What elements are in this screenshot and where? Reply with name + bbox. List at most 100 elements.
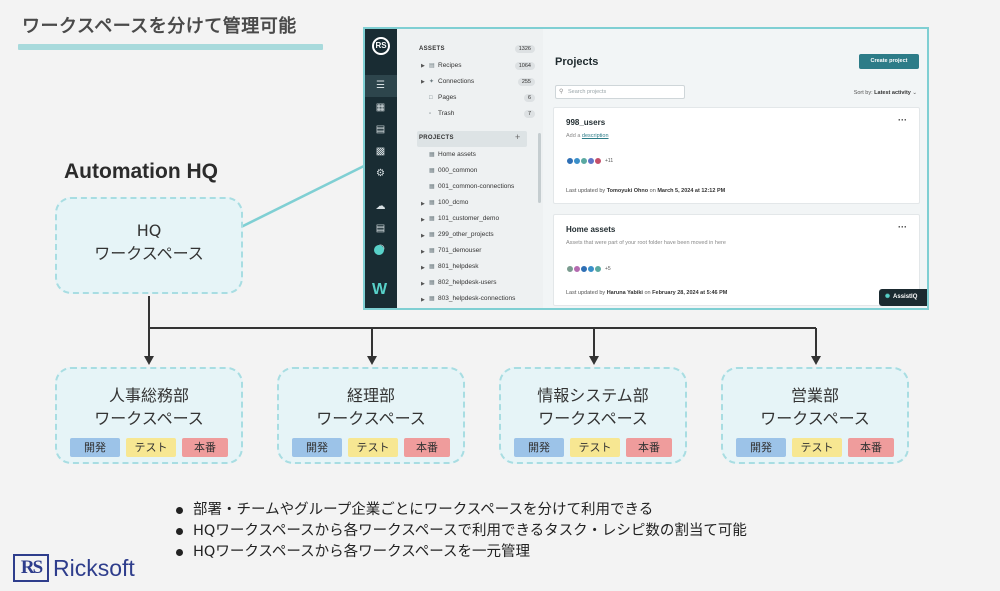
folder-icon: ▦ <box>429 184 435 190</box>
projects-header <box>417 131 527 147</box>
dept-suffix: ワークスペース <box>760 409 870 428</box>
building-icon[interactable]: ▦ <box>375 102 386 113</box>
ricksoft-logo: RS Ricksoft <box>13 553 135 583</box>
updated-date: February 28, 2024 at 5:46 PM <box>652 290 728 296</box>
project-item[interactable]: ▦803_helpdesk-connections <box>429 294 515 304</box>
workato-screenshot: RS ☰ ▦ ▤ ▩ ⚙ ☁ ▤ ◷ W ASSETS 1326 ▶ ▤Reci… <box>363 27 929 310</box>
expand-caret-icon[interactable]: ▶ <box>421 249 425 255</box>
dept-workspace-hr: 人事総務部 ワークスペース 開発 テスト 本番 <box>55 367 243 464</box>
project-label: 803_helpdesk-connections <box>438 295 516 302</box>
project-item[interactable]: ▦000_common <box>429 166 477 176</box>
dept-name: 情報システム部 <box>537 386 649 405</box>
dept-workspace-it: 情報システム部 ワークスペース 開発 テスト 本番 <box>499 367 687 464</box>
project-card-subtitle: Add a description <box>566 133 609 139</box>
sort-dropdown[interactable]: Sort by: Latest activity ⌄ <box>854 90 917 96</box>
asset-count: 6 <box>523 94 535 102</box>
rail-active-indicator <box>365 75 397 97</box>
tag-dev: 開発 <box>514 438 564 457</box>
slide-title: ワークスペースを分けて管理可能 <box>22 16 297 37</box>
project-item[interactable]: ▦101_customer_demo <box>429 214 499 224</box>
workato-w-icon: W <box>372 281 388 298</box>
project-item[interactable]: ▦100_dcmo <box>429 198 468 208</box>
page-icon: □ <box>429 95 433 101</box>
panel-scrollbar[interactable] <box>538 133 541 203</box>
search-icon: ⚲ <box>559 89 564 95</box>
search-placeholder: Search projects <box>568 89 607 95</box>
tree-arrowheads <box>144 356 821 365</box>
expand-caret-icon[interactable]: ▶ <box>421 79 425 85</box>
workspace-logo[interactable]: RS <box>372 37 390 55</box>
project-label: 802_helpdesk-users <box>438 279 497 286</box>
tree-lines <box>148 296 817 358</box>
project-item[interactable]: ▦701_demouser <box>429 246 481 256</box>
project-item[interactable]: ▦802_helpdesk-users <box>429 278 497 288</box>
trash-icon: ▫ <box>429 111 432 117</box>
more-options-icon[interactable]: ··· <box>898 222 907 232</box>
dept-name: 経理部 <box>346 386 395 405</box>
expand-caret-icon[interactable]: ▶ <box>421 201 425 207</box>
create-project-button[interactable]: Create project <box>859 54 919 69</box>
collaborator-avatars: +5 <box>566 265 611 273</box>
hq-workspace-line2: ワークスペース <box>94 244 204 263</box>
project-card[interactable]: Home assets ··· Assets that were part of… <box>553 214 920 306</box>
avatar-more-count: +5 <box>605 266 611 272</box>
grid-icon[interactable]: ▩ <box>375 146 386 157</box>
expand-caret-icon[interactable]: ▶ <box>421 297 425 303</box>
assistant-icon: ✺ <box>885 294 891 300</box>
assistant-button[interactable]: ✺AssistIQ <box>879 289 927 306</box>
status-dot-icon[interactable] <box>374 245 384 255</box>
hq-workspace-line1: HQ <box>136 221 162 240</box>
asset-item-trash[interactable]: ▫Trash <box>429 109 454 119</box>
book-icon[interactable]: ▤ <box>375 124 386 135</box>
asset-item-connections[interactable]: ✦Connections <box>429 77 474 87</box>
dept-name: 人事総務部 <box>108 386 189 405</box>
updated-on: on <box>649 188 656 194</box>
subtitle-prefix: Add a <box>566 133 581 139</box>
project-item[interactable]: ▦801_helpdesk <box>429 262 478 272</box>
title-underline <box>18 44 323 50</box>
tag-prod: 本番 <box>848 438 894 457</box>
cloud-icon[interactable]: ☁ <box>375 201 386 212</box>
assistant-label: AssistIQ <box>893 294 918 300</box>
asset-item-pages[interactable]: □Pages <box>429 93 456 103</box>
expand-caret-icon[interactable]: ▶ <box>421 233 425 239</box>
tag-test: テスト <box>348 438 398 457</box>
projects-section-label: PROJECTS <box>419 135 454 141</box>
expand-caret-icon[interactable]: ▶ <box>421 217 425 223</box>
hq-to-screenshot-line <box>232 160 373 233</box>
env-tags: 開発 テスト 本番 <box>501 438 685 457</box>
document-icon[interactable]: ▤ <box>375 223 386 234</box>
expand-caret-icon[interactable]: ▶ <box>421 63 425 69</box>
project-label: 299_other_projects <box>438 231 494 238</box>
project-item[interactable]: ▦299_other_projects <box>429 230 494 240</box>
tag-prod: 本番 <box>404 438 450 457</box>
layers-icon[interactable]: ☰ <box>376 80 385 91</box>
project-label: 000_common <box>438 167 478 174</box>
search-projects-input[interactable]: ⚲ Search projects <box>555 85 685 99</box>
expand-caret-icon[interactable]: ▶ <box>421 281 425 287</box>
project-item[interactable]: ▦Home assets <box>429 150 476 160</box>
projects-main: Projects Create project ⚲ Search project… <box>543 29 927 308</box>
dept-suffix: ワークスペース <box>316 409 426 428</box>
updated-on: on <box>644 290 651 296</box>
expand-caret-icon[interactable]: ▶ <box>421 265 425 271</box>
asset-count: 1064 <box>514 62 535 70</box>
wrench-icon[interactable]: ⚙ <box>376 168 385 179</box>
project-card-title: Home assets <box>566 225 616 234</box>
add-description-link[interactable]: description <box>581 133 609 139</box>
last-updated: Last updated by Haruna Yabiki on Februar… <box>566 290 727 296</box>
project-card[interactable]: 998_users ··· Add a description +11 Last… <box>553 107 920 204</box>
add-project-icon[interactable]: + <box>515 132 521 142</box>
tag-test: テスト <box>792 438 842 457</box>
bullet-item: 部署・チームやグループ企業ごとにワークスペースを分けて利用できる <box>170 500 747 521</box>
project-item[interactable]: ▦001_common-connections <box>429 182 514 192</box>
dept-suffix: ワークスペース <box>94 409 204 428</box>
asset-count: 255 <box>517 78 535 86</box>
hq-workspace-box: HQ ワークスペース <box>55 197 243 294</box>
project-card-title: 998_users <box>566 118 606 127</box>
bullet-item: HQワークスペースから各ワークスペースを一元管理 <box>170 542 747 563</box>
asset-item-recipes[interactable]: ▤Recipes <box>429 61 461 71</box>
folder-icon: ▦ <box>429 264 435 270</box>
more-options-icon[interactable]: ··· <box>898 115 907 125</box>
asset-label: Recipes <box>438 62 462 69</box>
